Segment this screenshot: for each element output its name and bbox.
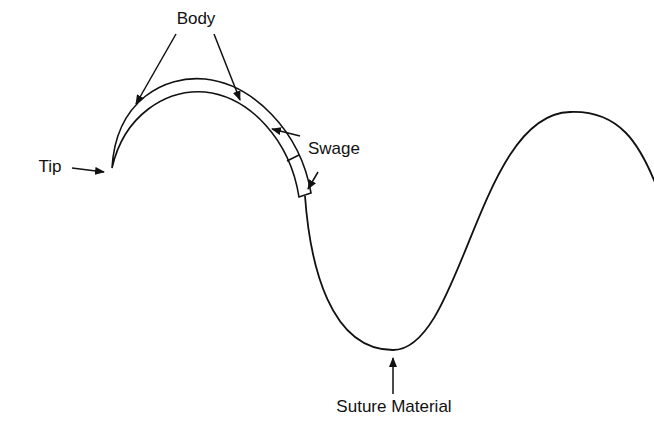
leader-arrow bbox=[214, 34, 240, 100]
part-label: Tip bbox=[39, 158, 62, 177]
part-label: Body bbox=[177, 10, 216, 29]
needle-body bbox=[112, 79, 311, 197]
leader-arrow bbox=[72, 168, 104, 172]
suture-thread bbox=[305, 112, 654, 350]
leader-arrow bbox=[136, 34, 176, 104]
leader-arrow bbox=[392, 358, 394, 394]
part-label: Suture Material bbox=[336, 398, 451, 417]
swage-divider bbox=[287, 155, 299, 161]
leader-arrow bbox=[308, 172, 318, 189]
leader-arrow bbox=[272, 129, 300, 136]
part-label: Swage bbox=[308, 140, 360, 159]
